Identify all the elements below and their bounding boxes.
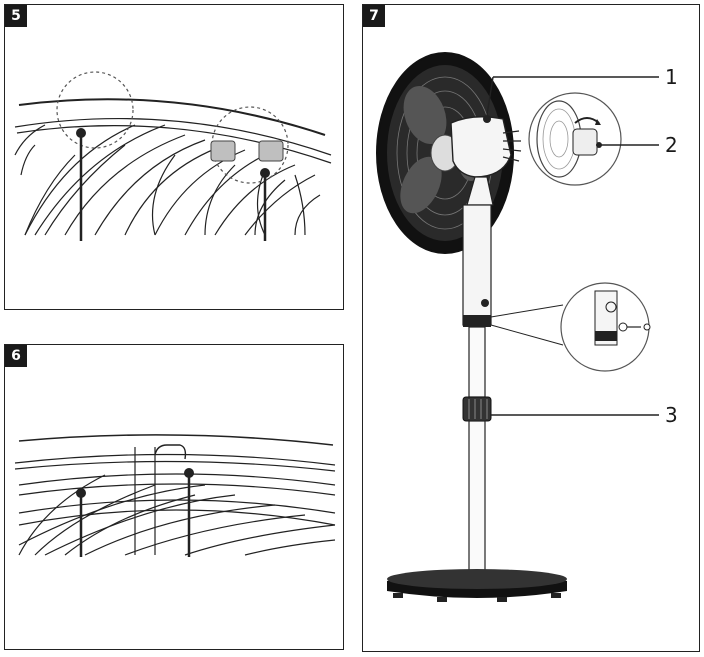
fan-grill-snap-illustration <box>14 434 336 557</box>
step-number-badge: 7 <box>363 5 385 27</box>
figure-panel-5: 5 <box>4 4 344 310</box>
callout-label-3: 3 <box>665 403 678 427</box>
figure-panel-7: 7 <box>362 4 700 652</box>
callout-label-2: 2 <box>665 133 678 157</box>
callout-label-1: 1 <box>665 65 678 89</box>
standing-fan-illustration <box>376 52 659 602</box>
fan-grill-clip-illustration <box>14 71 332 241</box>
step-number-badge: 6 <box>5 345 27 367</box>
figure-panel-6: 6 <box>4 344 344 650</box>
step-number-badge: 5 <box>5 5 27 27</box>
